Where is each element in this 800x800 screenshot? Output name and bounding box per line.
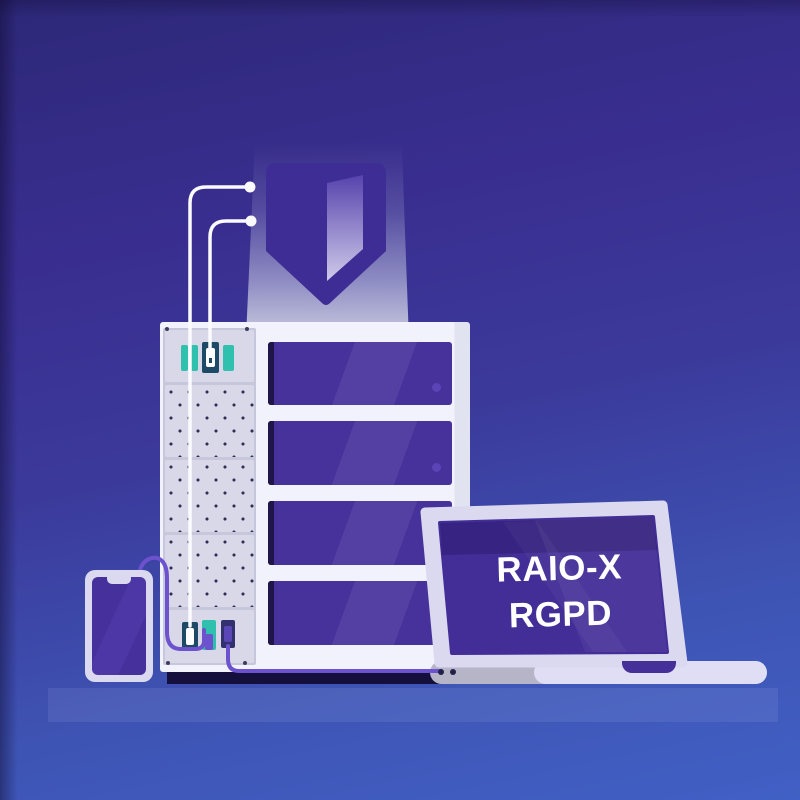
drive-bay (268, 421, 452, 485)
screw-icon (166, 661, 170, 665)
phone-notch (107, 577, 131, 584)
drive-bay (268, 342, 452, 405)
laptop-port-dot (438, 669, 444, 675)
usb-port-top (202, 342, 219, 373)
screw-icon (245, 327, 249, 331)
vent-panel-2 (165, 460, 254, 532)
drive-bay (268, 581, 452, 645)
smartphone (85, 570, 153, 682)
screen-glare (503, 521, 627, 652)
laptop-screen-title-line2: RGPD (508, 594, 612, 636)
vent-panel-3 (165, 535, 254, 607)
bay-left-shadow (268, 501, 274, 565)
white-cable-a (188, 185, 252, 628)
phone-cable (138, 555, 206, 651)
laptop-port-dot (450, 669, 456, 675)
bay-left-shadow (268, 342, 274, 405)
ground-strip (48, 688, 778, 722)
cable-node-dot (244, 181, 256, 193)
bay-left-shadow (268, 421, 274, 485)
laptop: RAIO-X RGPD (420, 500, 688, 668)
purple-cable-server-to-laptop (226, 644, 443, 673)
bay-led (432, 383, 441, 392)
shield-icon (266, 163, 386, 305)
teal-port-slot (191, 345, 198, 371)
laptop-screen-title-line1: RAIO-X (496, 547, 623, 589)
server-tower (160, 322, 470, 672)
usb-plug-hole (209, 358, 212, 363)
usb-plug-white (186, 628, 194, 645)
teal-port-block (223, 345, 234, 371)
white-cable-b (208, 219, 253, 352)
shield-highlight (327, 175, 363, 281)
phone-screen (92, 577, 146, 675)
bay-shine (268, 342, 452, 405)
teal-port-slot (181, 345, 188, 371)
bay-shine (268, 581, 452, 645)
purple-plug (224, 626, 232, 642)
bay-shine (268, 421, 452, 485)
screw-icon (165, 327, 169, 331)
server-shadow (167, 671, 439, 684)
cable-node-dot (245, 215, 257, 227)
laptop-hinge-notch (622, 661, 676, 673)
usb-port-bottom (182, 622, 198, 650)
screw-icon (243, 661, 247, 665)
laptop-screen (438, 515, 669, 655)
bay-led (432, 463, 441, 472)
purple-port-bottom (221, 620, 235, 648)
purple-plug (205, 634, 213, 650)
screen-glare (535, 517, 667, 652)
usb-plug-white (206, 348, 215, 367)
vent-panel-1 (165, 385, 254, 457)
bay-left-shadow (268, 581, 274, 645)
screen-top-band (440, 517, 657, 555)
